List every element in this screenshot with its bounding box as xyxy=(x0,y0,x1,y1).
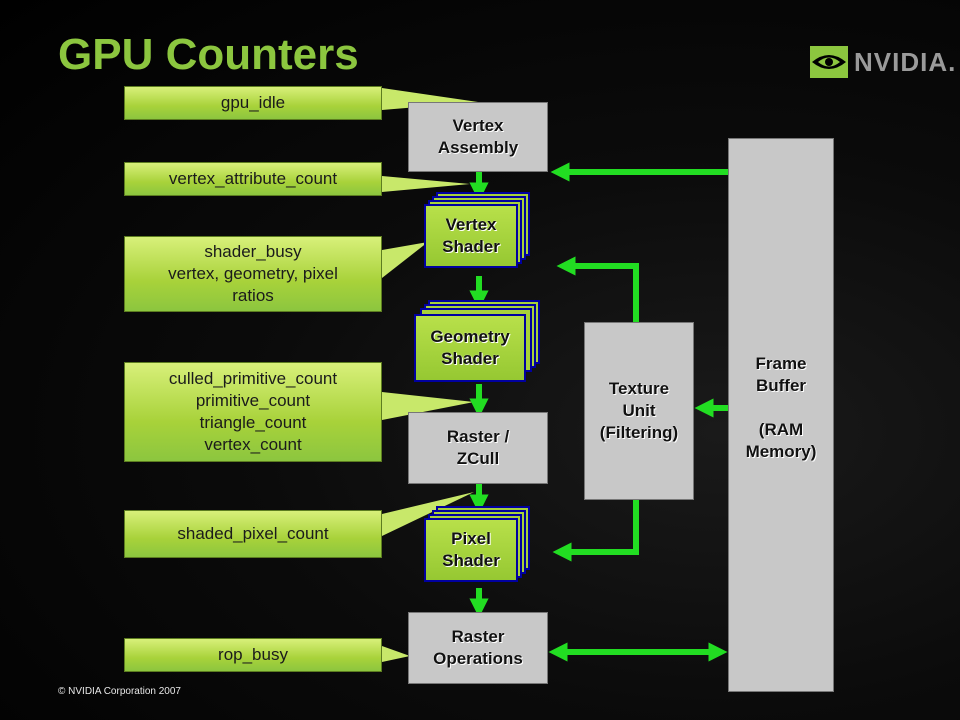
callout-vertex-attribute-count: vertex_attribute_count xyxy=(124,162,382,196)
raster-operations-box: Raster Operations xyxy=(408,612,548,684)
nvidia-logo: NVIDIA. xyxy=(810,44,960,80)
callout-pointer-gpu-idle xyxy=(382,88,478,110)
copyright-footer: © NVIDIA Corporation 2007 xyxy=(58,686,181,697)
geometry-shader-box: Geometry Shader xyxy=(414,314,526,382)
callout-shader-busy: shader_busy vertex, geometry, pixel rati… xyxy=(124,236,382,312)
arrow-tex-to-vs xyxy=(556,256,639,322)
callout-rop-busy: rop_busy xyxy=(124,638,382,672)
texture-unit-box: Texture Unit (Filtering) xyxy=(584,322,694,500)
geometry-shader-stack: Geometry Shader xyxy=(414,300,544,384)
nvidia-eye-icon xyxy=(810,46,848,78)
callout-primitive-counts: culled_primitive_count primitive_count t… xyxy=(124,362,382,462)
vertex-shader-box: Vertex Shader xyxy=(424,204,518,268)
callout-shaded-pixel-count: shaded_pixel_count xyxy=(124,510,382,558)
vertex-shader-stack: Vertex Shader xyxy=(424,192,534,274)
callout-pointer-shader-busy xyxy=(382,242,428,278)
callout-pointer-primitive-counts xyxy=(382,392,474,420)
raster-zcull-box: Raster / ZCull xyxy=(408,412,548,484)
callout-gpu-idle: gpu_idle xyxy=(124,86,382,120)
slide-title: GPU Counters xyxy=(58,30,359,79)
pixel-shader-stack: Pixel Shader xyxy=(424,506,534,588)
nvidia-wordmark: NVIDIA. xyxy=(854,46,957,77)
vertex-assembly-box: Vertex Assembly xyxy=(408,102,548,172)
callout-pointer-vertex-attribute xyxy=(382,176,470,192)
pixel-shader-box: Pixel Shader xyxy=(424,518,518,582)
frame-buffer-box: Frame Buffer (RAM Memory) xyxy=(728,138,834,692)
callout-pointer-rop-busy xyxy=(382,646,410,662)
arrow-tex-to-ps xyxy=(552,500,639,562)
